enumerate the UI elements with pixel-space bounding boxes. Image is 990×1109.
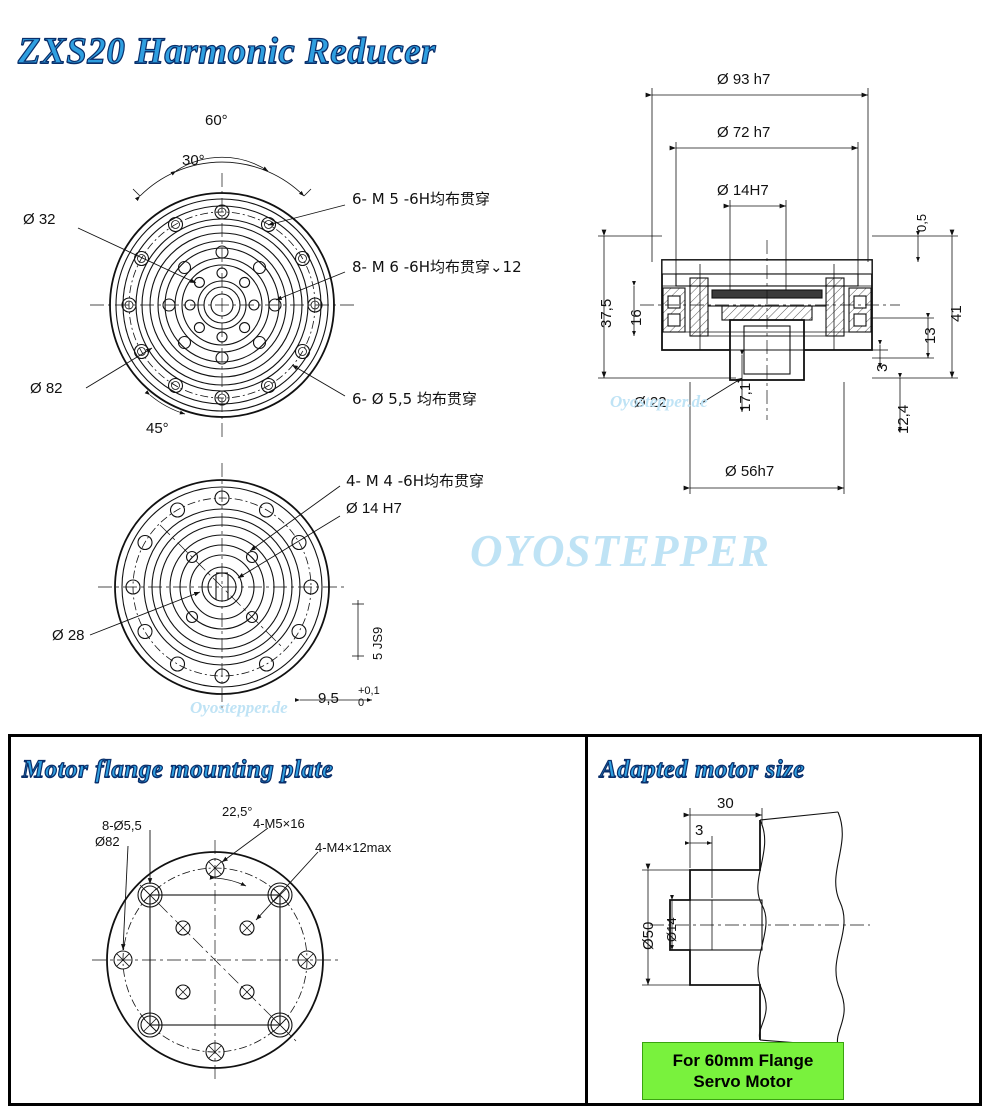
label-angle-45: 45° (146, 420, 169, 437)
label-dia-56h7: Ø 56h7 (725, 463, 775, 480)
label-dim-171: 17,1 (737, 382, 754, 412)
note-8-m6: 8- M 6 -6H均布贯穿⌄12 (352, 258, 522, 276)
divider-vertical (585, 737, 588, 1106)
label-dim-30: 30 (717, 795, 734, 812)
label-dia-28: Ø 28 (52, 627, 85, 644)
divider-bottom (8, 1103, 982, 1106)
label-angle-30: 30° (182, 152, 205, 169)
label-angle-225: 22,5° (222, 804, 253, 819)
label-dia-50: Ø50 (640, 921, 657, 950)
label-dia-82: Ø 82 (30, 380, 63, 397)
label-dia-14h7: Ø 14H7 (717, 182, 769, 199)
label-dia-93h7: Ø 93 h7 (717, 71, 771, 88)
badge-line-1: For 60mm Flange (672, 1051, 814, 1070)
motor-section-title: Adapted motor size (599, 755, 805, 783)
label-flange-dia-82: Ø82 (95, 834, 120, 849)
section-view-geometry (598, 88, 958, 494)
label-dim-41: 41 (948, 305, 965, 322)
label-8-dia-55: 8-Ø5,5 (102, 818, 142, 833)
label-rear-dia-14h7: Ø 14 H7 (346, 500, 402, 517)
motor-size-geometry (642, 808, 870, 1047)
note-6-m5: 6- M 5 -6H均布贯穿 (352, 190, 490, 208)
label-4-m5x16: 4-M5×16 (253, 816, 305, 831)
flange-section-title: Motor flange mounting plate (21, 755, 334, 783)
label-dim-16: 16 (628, 309, 645, 326)
label-dim-124: 12,4 (895, 404, 912, 434)
label-dia-32: Ø 32 (23, 211, 56, 228)
label-dim-05: 0,5 (914, 213, 929, 232)
label-dia-14: Ø14 (664, 917, 679, 942)
front-view-geometry (77, 156, 354, 437)
badge-line-2: Servo Motor (693, 1072, 793, 1091)
label-4-m4x12max: 4-M4×12max (315, 840, 392, 855)
rear-view-geometry (89, 463, 372, 711)
label-depth-95-tol-top: +0,1 (358, 685, 380, 697)
motor-compat-badge: For 60mm Flange Servo Motor (642, 1042, 844, 1100)
page-title: ZXS20 Harmonic Reducer (17, 30, 437, 72)
note-6-dia-55: 6- Ø 5,5 均布贯穿 (352, 390, 477, 408)
note-4-m4: 4- M 4 -6H均布贯穿 (346, 472, 484, 490)
label-dim-13: 13 (922, 327, 939, 344)
label-dia-72h7: Ø 72 h7 (717, 124, 771, 141)
label-key-5js9: 5 JS9 (370, 626, 385, 660)
flange-plate-geometry (92, 827, 338, 1080)
label-dia-22: Ø 22 (634, 394, 667, 411)
label-angle-60: 60° (205, 112, 228, 129)
label-dim-3: 3 (874, 363, 891, 372)
divider-left (8, 734, 11, 1106)
label-dim-3: 3 (695, 822, 704, 839)
divider-right (979, 734, 982, 1106)
divider-horizontal (8, 734, 982, 737)
label-depth-95: 9,5 (318, 690, 339, 707)
label-depth-95-tol-bottom: 0 (358, 697, 365, 709)
label-dim-375: 37,5 (598, 298, 615, 328)
